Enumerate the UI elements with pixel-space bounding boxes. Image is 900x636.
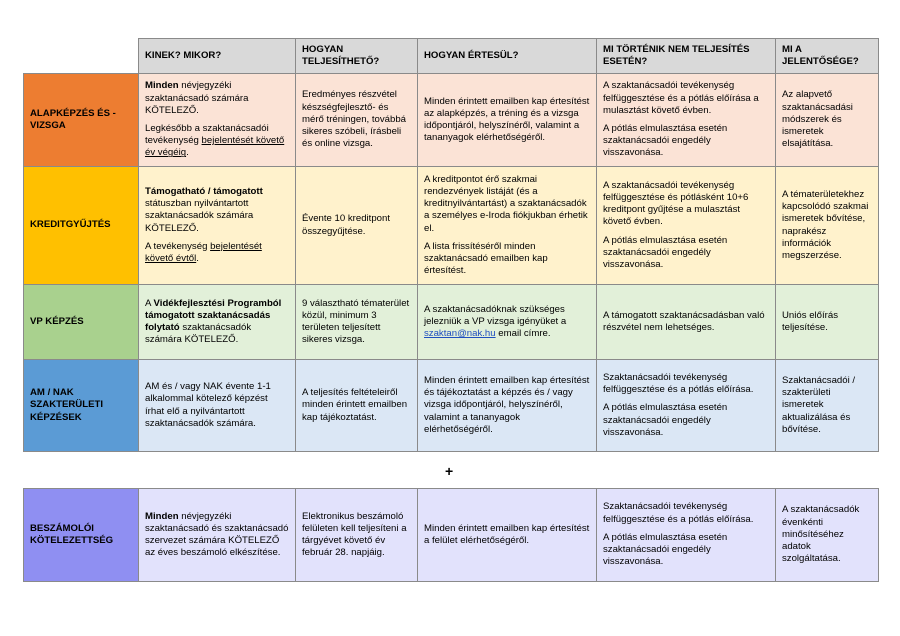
row-beszamolo: BESZÁMOLÓI KÖTELEZETTSÉG Minden névjegyz… — [23, 488, 879, 582]
row-alapkepzes: ALAPKÉPZÉS ÉS - VIZSGA Minden névjegyzék… — [23, 73, 879, 167]
cell-am-hogyan: A teljesítés feltételeiről minden érinte… — [295, 359, 418, 452]
cell-kredit-hogyan: Évente 10 kreditpont összegyűjtése. — [295, 166, 418, 285]
cell-vp-hogyan: 9 választható tématerület közül, minimum… — [295, 284, 418, 360]
row-label-vp: VP KÉPZÉS — [23, 284, 139, 360]
plus-sign: + — [445, 463, 454, 479]
row-label-alapkepzes: ALAPKÉPZÉS ÉS - VIZSGA — [23, 73, 139, 167]
cell-alapkepzes-hogyan: Eredményes részvétel készségfejlesztő- é… — [295, 73, 418, 167]
cell-alapkepzes-ertesul: Minden érintett emailben kap értesítést … — [417, 73, 597, 167]
beszamolo-table: BESZÁMOLÓI KÖTELEZETTSÉG Minden névjegyz… — [23, 488, 879, 582]
header-hogyan-ertesul: HOGYAN ÉRTESÜL? — [417, 38, 597, 74]
row-vp: VP KÉPZÉS A Vidékfejlesztési Programból … — [23, 284, 879, 360]
row-am: AM / NAK SZAKTERÜLETI KÉPZÉSEK AM és / v… — [23, 359, 879, 452]
cell-kredit-mi-tortenik: A szaktanácsadói tevékenység felfüggeszt… — [596, 166, 776, 285]
cell-beszamolo-mi-tortenik: Szaktanácsadói tevékenység felfüggesztés… — [596, 488, 776, 582]
email-link[interactable]: szaktan@nak.hu — [424, 328, 496, 340]
cell-am-jelentoseg: Szaktanácsadói / szakterületi ismeretek … — [775, 359, 879, 452]
cell-kredit-jelentoseg: A tématerületekhez kapcsolódó szakmai is… — [775, 166, 879, 285]
cell-kredit-ertesul: A kreditpontot érő szakmai rendezvények … — [417, 166, 597, 285]
row-label-kredit: KREDITGYŰJTÉS — [23, 166, 139, 285]
cell-alapkepzes-mi-tortenik: A szaktanácsadói tevékenység felfüggeszt… — [596, 73, 776, 167]
cell-kredit-kinek: Támogatható / támogatott státuszban nyil… — [138, 166, 296, 285]
requirements-table: KINEK? MIKOR? HOGYAN TELJESÍTHETŐ? HOGYA… — [23, 38, 879, 452]
cell-beszamolo-kinek: Minden névjegyzéki szaktanácsadó és szak… — [138, 488, 296, 582]
cell-am-kinek: AM és / vagy NAK évente 1-1 alkalommal k… — [138, 359, 296, 452]
header-mi-a-jelentosege: MI A JELENTŐSÉGE? — [775, 38, 879, 74]
cell-vp-mi-tortenik: A támogatott szaktanácsadásban való rész… — [596, 284, 776, 360]
cell-beszamolo-jelentoseg: A szaktanácsadók évenkénti minősítéséhez… — [775, 488, 879, 582]
cell-beszamolo-ertesul: Minden érintett emailben kap értesítést … — [417, 488, 597, 582]
header-mi-tortenik: MI TÖRTÉNIK NEM TELJESÍTÉS ESETÉN? — [596, 38, 776, 74]
row-label-am: AM / NAK SZAKTERÜLETI KÉPZÉSEK — [23, 359, 139, 452]
row-label-beszamolo: BESZÁMOLÓI KÖTELEZETTSÉG — [23, 488, 139, 582]
cell-vp-ertesul: A szaktanácsadóknak szükséges jelezniük … — [417, 284, 597, 360]
header-kinek: KINEK? MIKOR? — [138, 38, 296, 74]
cell-alapkepzes-kinek: Minden névjegyzéki szaktanácsadó számára… — [138, 73, 296, 167]
row-kredit: KREDITGYŰJTÉS Támogatható / támogatott s… — [23, 166, 879, 285]
cell-beszamolo-hogyan: Elektronikus beszámoló felületen kell te… — [295, 488, 418, 582]
cell-am-mi-tortenik: Szaktanácsadói tevékenység felfüggesztés… — [596, 359, 776, 452]
header-row: KINEK? MIKOR? HOGYAN TELJESÍTHETŐ? HOGYA… — [23, 38, 879, 74]
cell-alapkepzes-jelentoseg: Az alapvető szaktanácsadási módszerek és… — [775, 73, 879, 167]
cell-vp-kinek: A Vidékfejlesztési Programból támogatott… — [138, 284, 296, 360]
cell-am-ertesul: Minden érintett emailben kap értesítést … — [417, 359, 597, 452]
cell-vp-jelentoseg: Uniós előírás teljesítése. — [775, 284, 879, 360]
header-blank — [23, 38, 139, 74]
header-hogyan-teljesitheto: HOGYAN TELJESÍTHETŐ? — [295, 38, 418, 74]
